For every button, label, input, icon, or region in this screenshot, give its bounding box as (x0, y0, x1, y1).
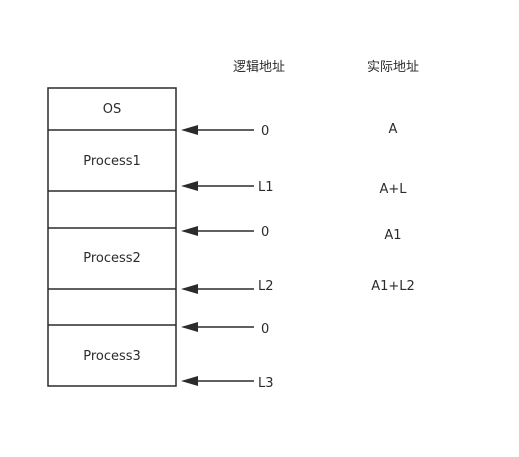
block-label-process1: Process1 (83, 154, 141, 169)
block-label-process2: Process2 (83, 251, 141, 266)
arrow-row-6 (181, 376, 254, 386)
arrow-row-3 (181, 226, 254, 236)
arrow-row-2 (181, 181, 254, 191)
block-label-process3: Process3 (83, 349, 141, 364)
logical-address-row-6: L3 (258, 376, 274, 391)
logical-address-row-1: 0 (261, 124, 270, 139)
physical-address-row-4: A1+L2 (371, 279, 415, 294)
physical-address-row-2: A+L (379, 182, 407, 197)
logical-address-row-3: 0 (261, 225, 270, 240)
block-label-os: OS (102, 102, 122, 117)
memory-column (47, 87, 177, 387)
arrow-row-4 (181, 284, 254, 294)
arrow-row-1 (181, 125, 254, 135)
logical-address-row-5: 0 (261, 322, 270, 337)
physical-address-row-1: A (388, 122, 398, 137)
logical-address-header: 逻辑地址 (232, 60, 286, 75)
logical-address-row-2: L1 (258, 180, 274, 195)
physical-address-row-3: A1 (384, 228, 402, 243)
arrow-row-5 (181, 322, 254, 332)
physical-address-header: 实际地址 (366, 60, 420, 75)
logical-address-row-4: L2 (258, 279, 274, 294)
